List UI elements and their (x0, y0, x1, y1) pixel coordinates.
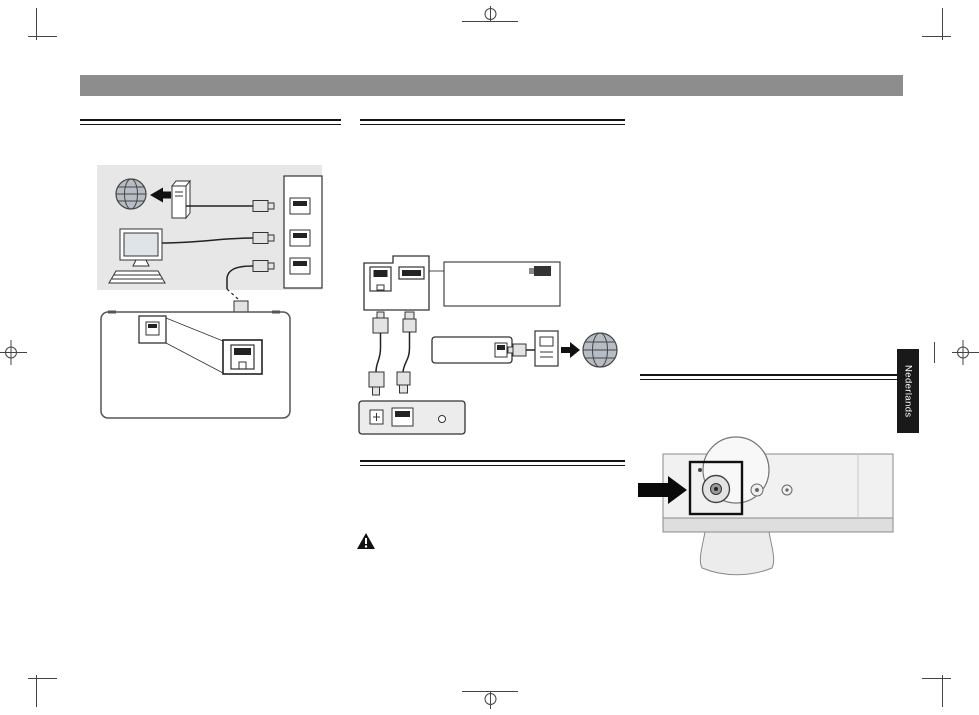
section-rule-left (80, 119, 341, 125)
leader-line (165, 317, 224, 342)
computer-icon (108, 228, 166, 284)
right-arrow-icon (561, 342, 580, 358)
small-control-button-2 (781, 484, 793, 496)
device-front-panel (662, 436, 894, 576)
leader-line (165, 342, 224, 374)
lan-port-location-box (138, 315, 167, 344)
lan-plug-up-icon (372, 311, 389, 334)
lan-cables (159, 205, 254, 244)
small-control-button-1 (750, 483, 764, 497)
usb-memory-icon (529, 266, 551, 276)
language-tab: Nederlands (897, 349, 919, 433)
chapter-header-bar (80, 75, 903, 96)
usb-plug-up-icon (402, 311, 417, 333)
callout-box (443, 261, 561, 307)
usb-plug-down-icon (396, 371, 411, 394)
lan-port-icon (369, 266, 392, 292)
front-panel-jack-diagram (638, 436, 894, 576)
lan-cable (375, 333, 382, 373)
device-cable-dashed (226, 288, 239, 300)
block-arrow-right-icon (638, 476, 687, 504)
modem-icon (170, 179, 192, 220)
router-ports-panel (283, 175, 323, 289)
language-tab-label: Nederlands (902, 364, 914, 418)
usb-lan-connection-diagram (358, 255, 618, 435)
wall-adapter-icon (534, 330, 559, 367)
internet-globe-icon (582, 332, 618, 368)
network-adapter-box (358, 400, 466, 435)
usb-cable (402, 332, 411, 373)
lan-network-diagram (97, 165, 323, 419)
pedestal-base (699, 531, 775, 576)
device-rear-panel-outline (363, 255, 430, 311)
device-cable (226, 265, 254, 289)
warning-triangle-icon (357, 533, 375, 549)
headphone-jack (698, 468, 731, 504)
lan-plug-left-icon (507, 343, 527, 357)
section-rule-middle-2 (360, 460, 625, 466)
jack-highlight-box (688, 460, 744, 516)
lan-port-zoom-box (222, 339, 263, 375)
section-rule-right (640, 374, 903, 380)
lan-plug-down-icon (368, 371, 385, 396)
usb-port-icon (398, 266, 425, 280)
internet-globe-icon (115, 178, 147, 210)
router-box-icon (431, 336, 513, 364)
section-rule-middle-1 (360, 119, 625, 125)
left-arrow-icon (150, 187, 171, 203)
